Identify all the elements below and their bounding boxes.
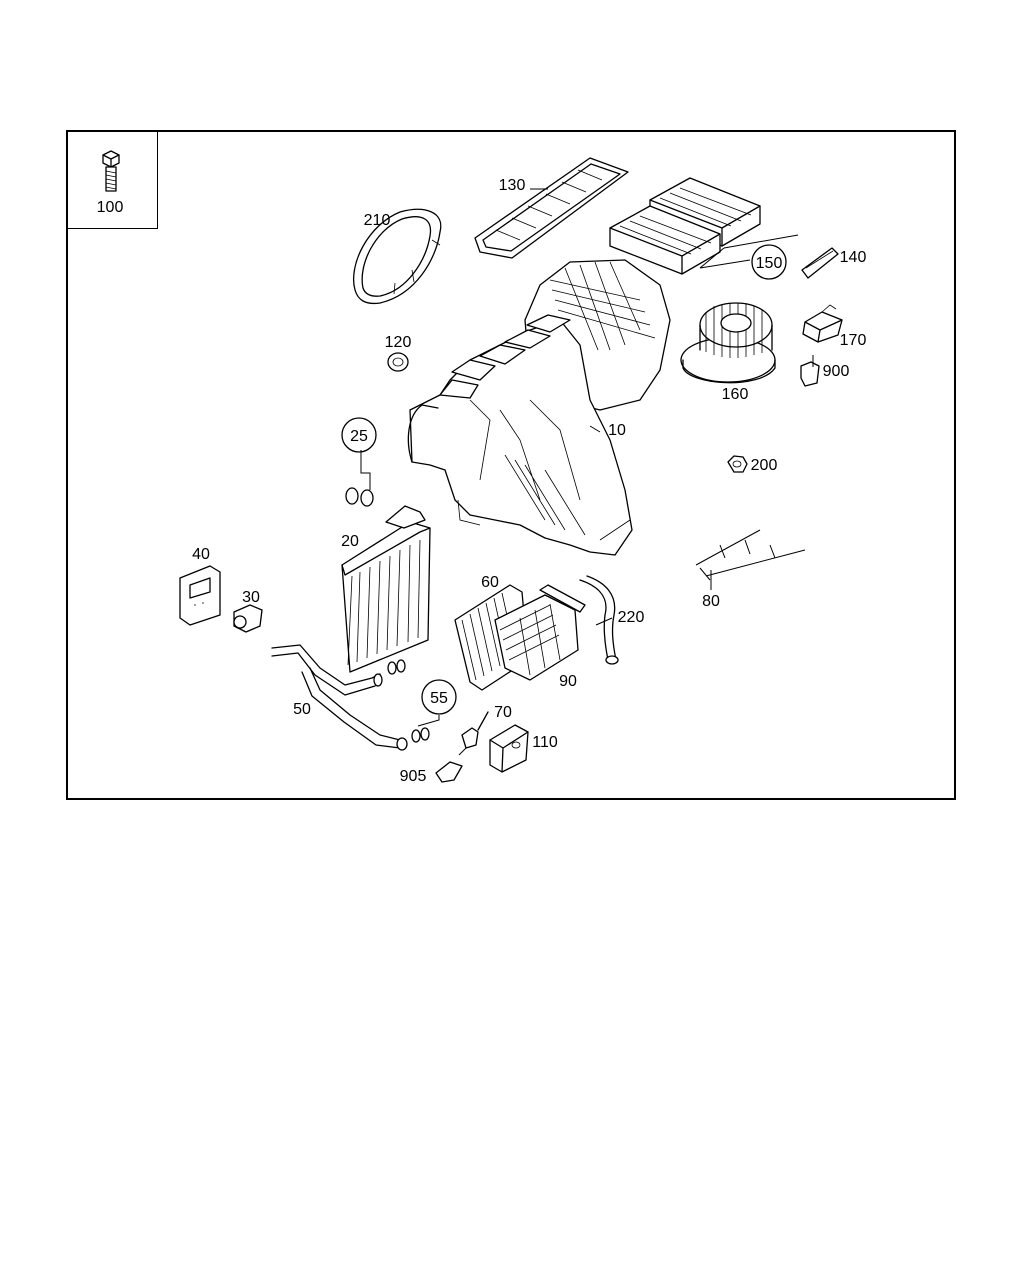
label-40: 40 — [192, 546, 210, 563]
label-20: 20 — [341, 533, 359, 550]
part-120-plug — [387, 352, 409, 372]
part-100-screw — [102, 150, 120, 192]
part-130-gasket — [474, 157, 629, 259]
part-40-cover — [179, 565, 221, 626]
part-210-seal — [353, 208, 442, 305]
part-70-sensor — [461, 711, 489, 749]
part-90-ptc-heater — [494, 584, 586, 681]
part-50-pipes — [271, 644, 408, 751]
label-10: 10 — [608, 422, 626, 439]
part-220-hose — [579, 575, 619, 665]
label-905: 905 — [400, 768, 427, 785]
label-90: 90 — [559, 673, 577, 690]
label-170: 170 — [840, 332, 867, 349]
leader-lines — [360, 188, 814, 756]
part-200-nut — [727, 455, 748, 473]
part-80-harness — [695, 529, 806, 581]
label-160: 160 — [722, 386, 749, 403]
label-900: 900 — [823, 363, 850, 380]
label-60: 60 — [481, 574, 499, 591]
label-120: 120 — [385, 334, 412, 351]
label-200: 200 — [751, 457, 778, 474]
diagram-frame — [66, 130, 956, 800]
part-905-clip — [435, 761, 463, 783]
label-80: 80 — [702, 593, 720, 610]
label-30: 30 — [242, 589, 260, 606]
label-100: 100 — [97, 199, 124, 216]
label-55: 55 — [430, 690, 448, 707]
part-55-seals — [387, 659, 430, 743]
part-10-housing — [407, 259, 671, 556]
label-130: 130 — [499, 177, 526, 194]
part-25-orings — [345, 487, 374, 507]
part-140-filter — [801, 247, 839, 279]
part-110-actuator — [489, 724, 529, 773]
label-150: 150 — [756, 255, 783, 272]
label-25: 25 — [350, 428, 368, 445]
label-110: 110 — [532, 734, 558, 751]
label-220: 220 — [618, 609, 645, 626]
part-150-filters — [609, 177, 761, 275]
part-900-connector — [800, 361, 820, 387]
callout-circles — [341, 244, 787, 715]
inset-box-100 — [66, 130, 158, 229]
label-70: 70 — [494, 704, 512, 721]
part-170-resistor — [802, 304, 843, 343]
label-210: 210 — [364, 212, 391, 229]
part-20-evaporator — [341, 505, 431, 673]
label-50: 50 — [293, 701, 311, 718]
part-30-sensor — [233, 604, 263, 633]
part-160-blower — [680, 302, 776, 384]
label-140: 140 — [840, 249, 867, 266]
